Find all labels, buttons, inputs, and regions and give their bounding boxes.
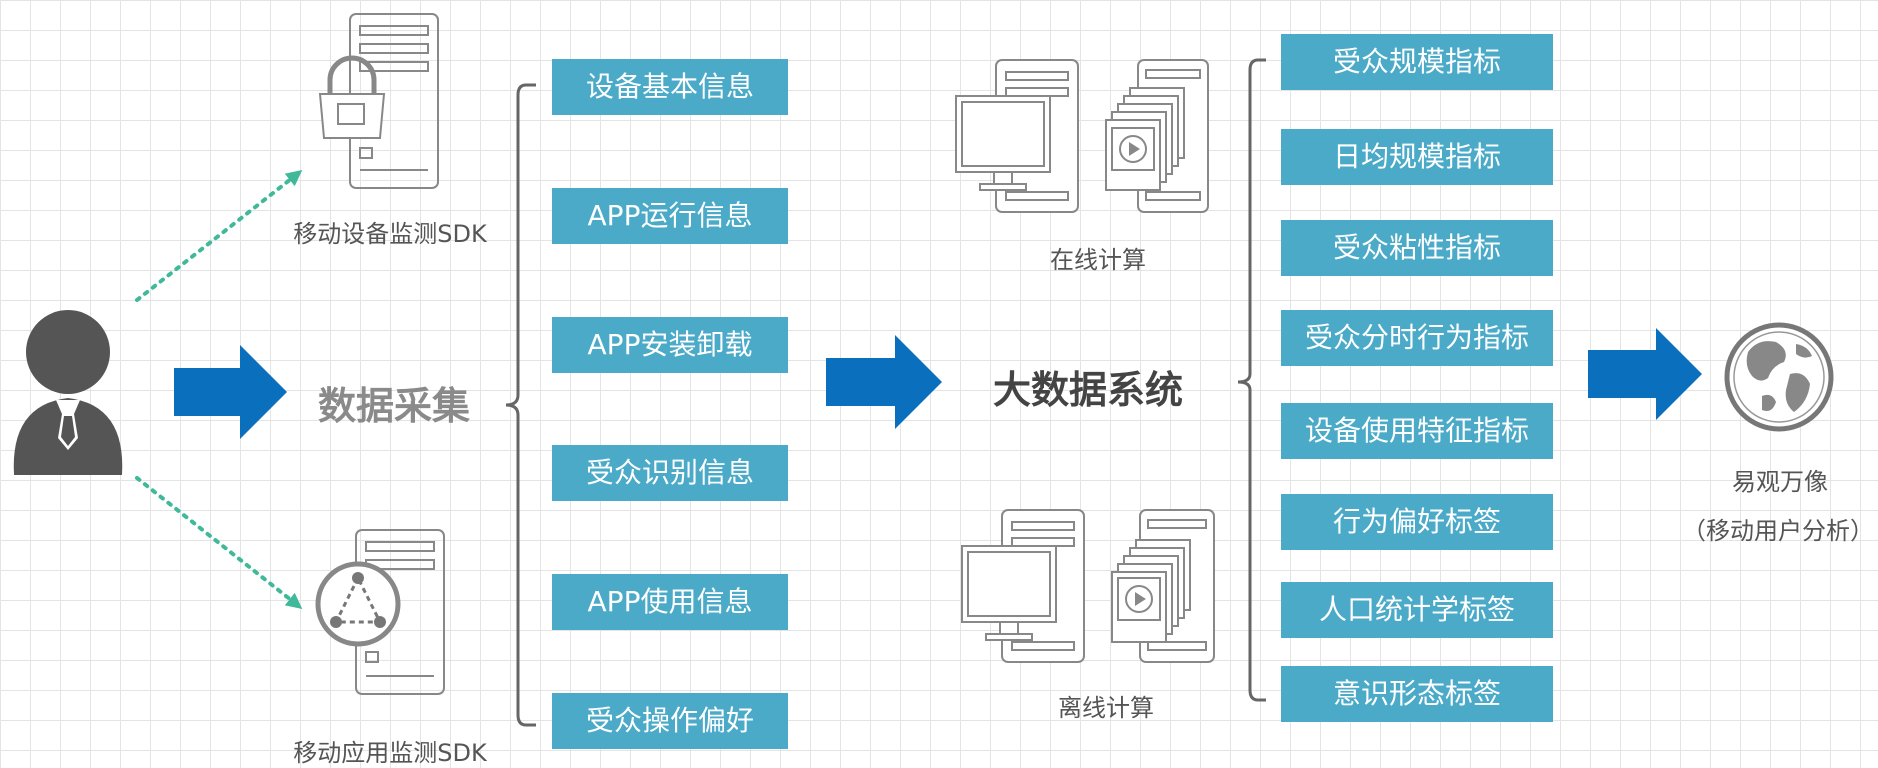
device-sdk-label: 移动设备监测SDK bbox=[293, 220, 487, 248]
dotted-arrow-to-device-sdk bbox=[135, 170, 303, 302]
arrow-collection-to-system bbox=[826, 335, 942, 429]
collection-brace bbox=[505, 83, 536, 727]
metrics-brace bbox=[1237, 58, 1266, 702]
metric-item-demographics: 人口统计学标签 bbox=[1281, 582, 1553, 638]
collection-item-audience-preference: 受众操作偏好 bbox=[552, 693, 788, 749]
metric-item-device-feature: 设备使用特征指标 bbox=[1281, 403, 1553, 459]
online-computing-label: 在线计算 bbox=[1050, 246, 1146, 274]
device-sdk-lock-icon bbox=[318, 13, 439, 189]
metric-item-audience-scale: 受众规模指标 bbox=[1281, 34, 1553, 90]
arrow-metrics-to-output bbox=[1588, 328, 1702, 420]
collection-item-app-running: APP运行信息 bbox=[552, 188, 788, 244]
collection-title: 数据采集 bbox=[318, 384, 471, 428]
metric-item-audience-stickiness: 受众粘性指标 bbox=[1281, 220, 1553, 276]
collection-item-audience-identify: 受众识别信息 bbox=[552, 445, 788, 501]
offline-computing-icon bbox=[961, 509, 1215, 663]
app-sdk-label: 移动应用监测SDK bbox=[293, 739, 487, 767]
system-title: 大数据系统 bbox=[993, 368, 1184, 412]
app-sdk-network-icon bbox=[315, 529, 445, 695]
offline-computing-label: 离线计算 bbox=[1058, 694, 1154, 722]
metric-item-daily-scale: 日均规模指标 bbox=[1281, 129, 1553, 185]
metric-item-behavior-preference: 行为偏好标签 bbox=[1281, 494, 1553, 550]
online-computing-icon bbox=[955, 59, 1209, 213]
globe-icon bbox=[1724, 322, 1834, 432]
dotted-arrow-to-app-sdk bbox=[135, 476, 303, 609]
output-subtitle: （移动用户分析） bbox=[1682, 517, 1874, 545]
collection-item-app-usage: APP使用信息 bbox=[552, 574, 788, 630]
collection-item-app-install: APP安装卸载 bbox=[552, 317, 788, 373]
output-name: 易观万像 bbox=[1732, 468, 1828, 496]
arrow-user-to-collection bbox=[174, 345, 287, 439]
user-icon bbox=[13, 310, 123, 475]
metric-item-time-behavior: 受众分时行为指标 bbox=[1281, 310, 1553, 366]
collection-item-device-basic: 设备基本信息 bbox=[552, 59, 788, 115]
metric-item-ideology: 意识形态标签 bbox=[1281, 666, 1553, 722]
